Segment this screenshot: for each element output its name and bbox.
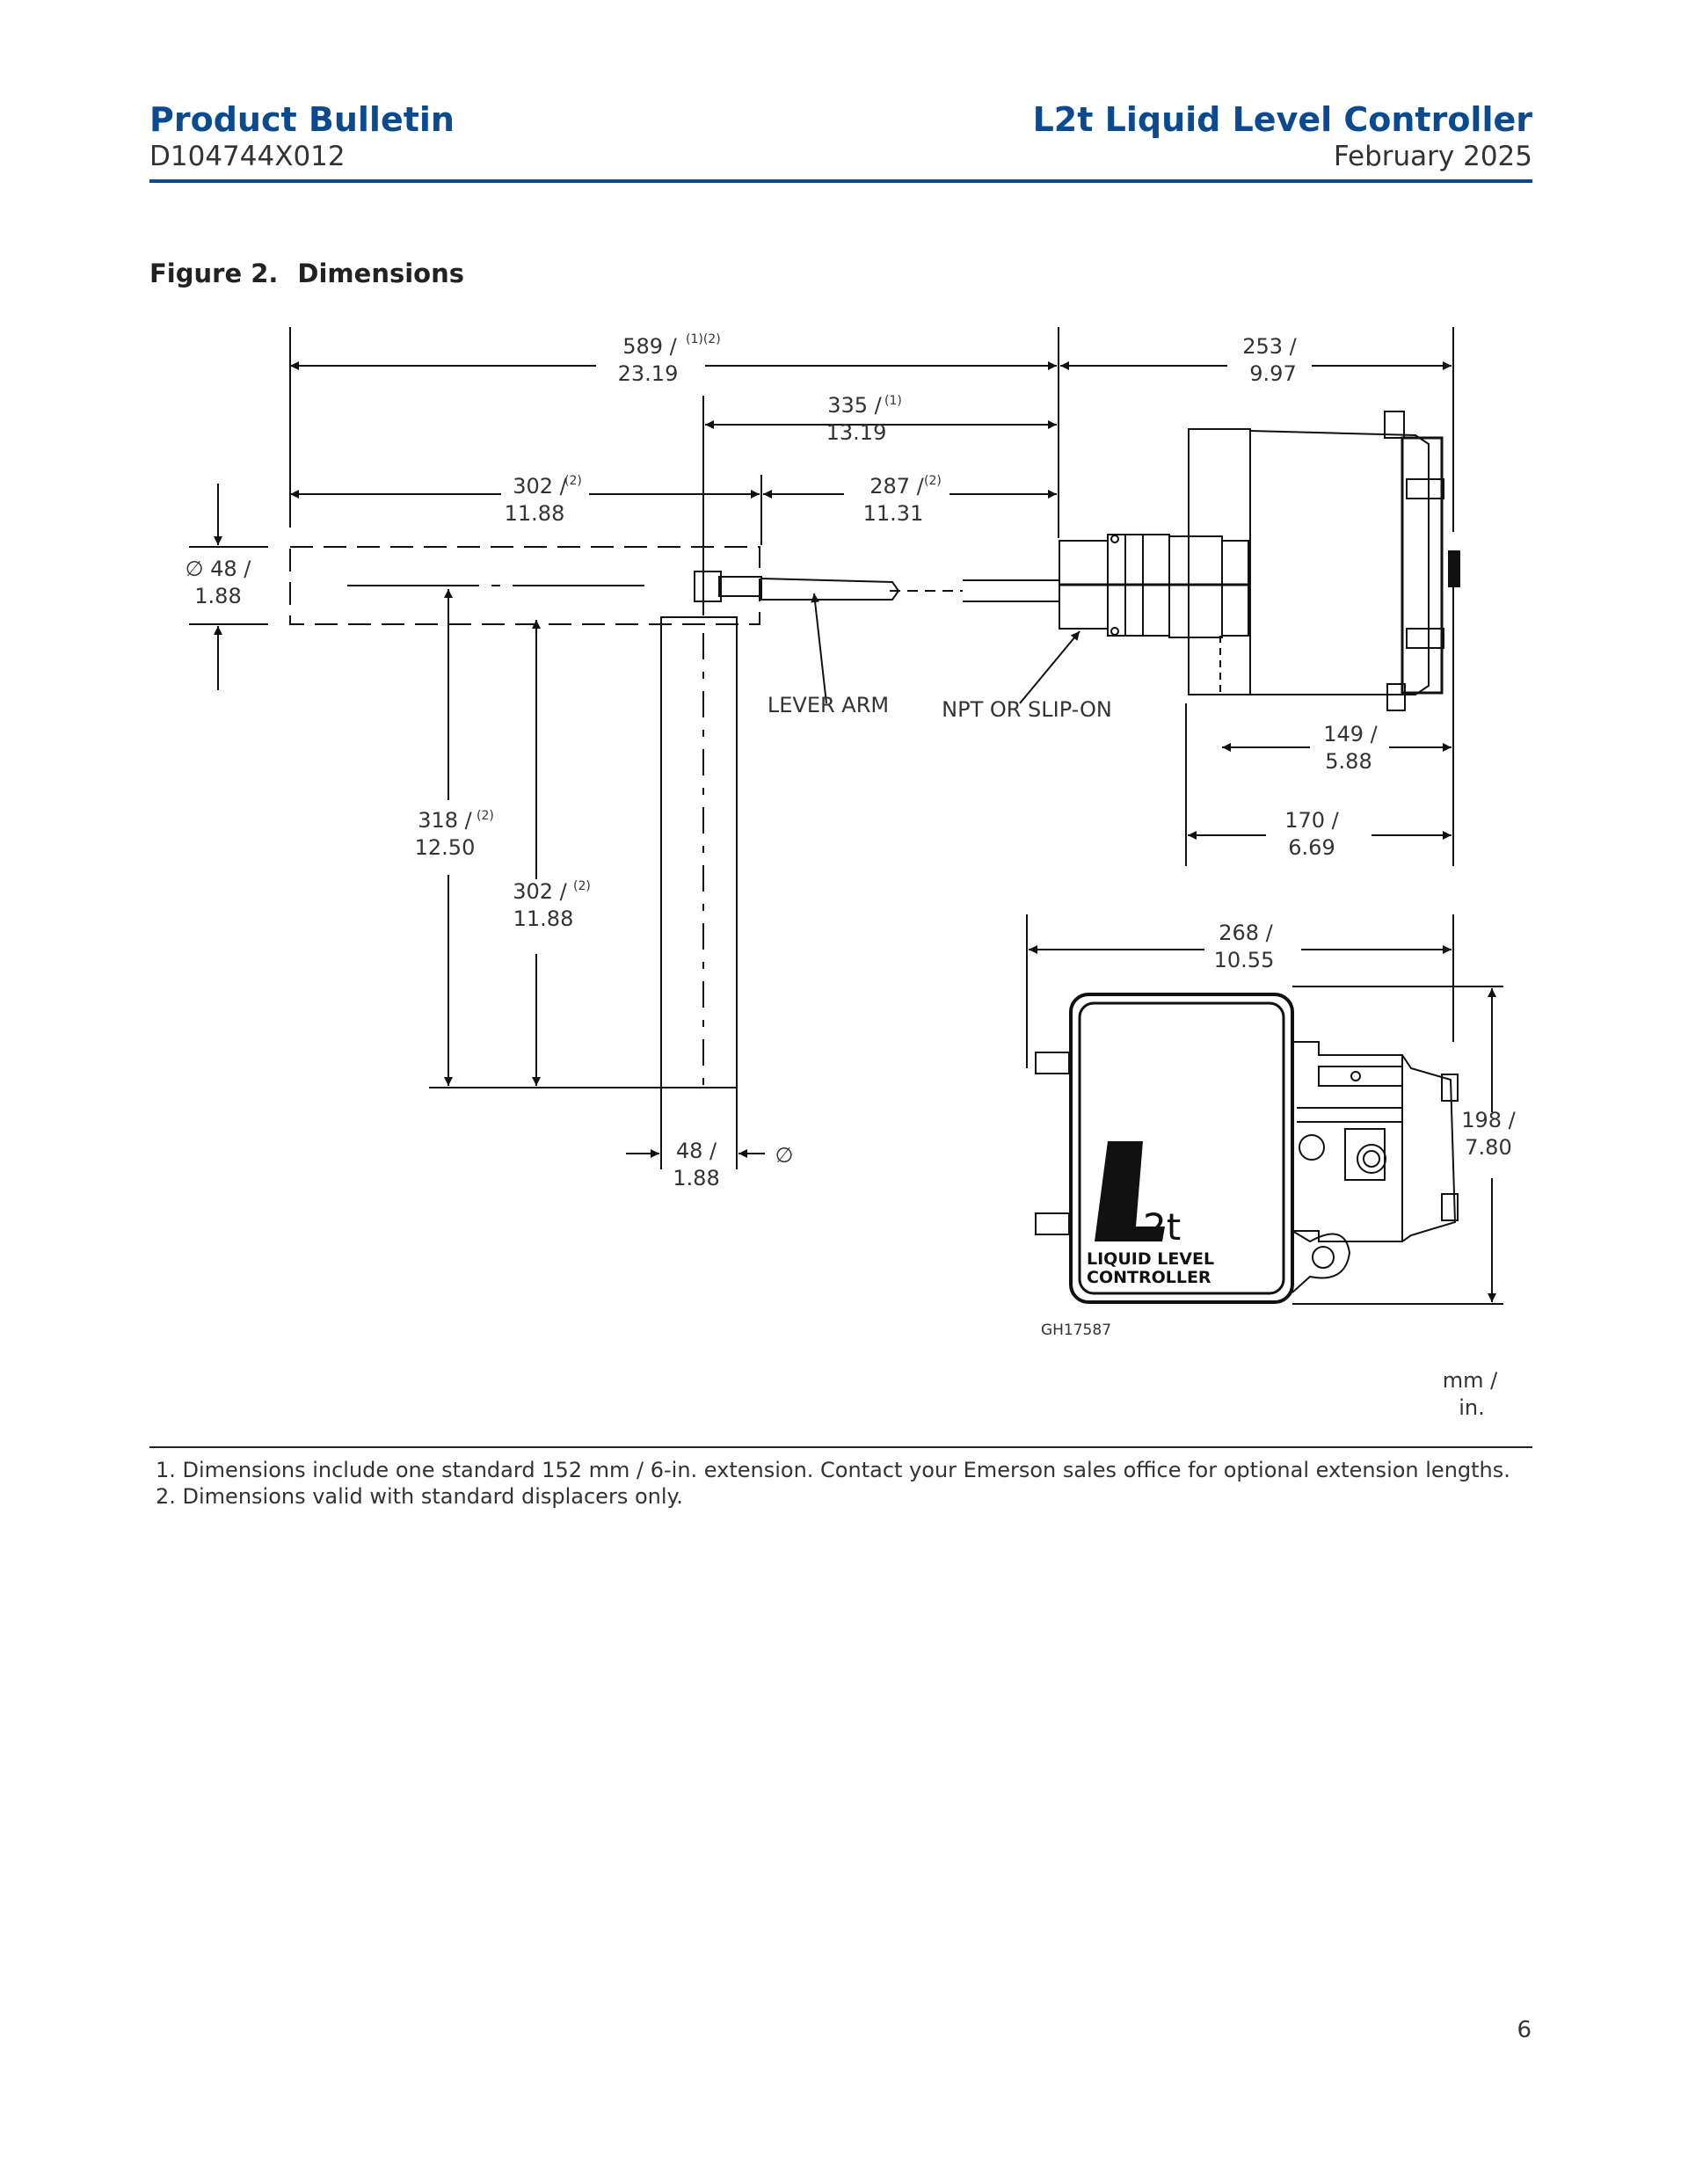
dim-302-v-note: (2) <box>573 879 591 893</box>
dim-318-in: 12.50 <box>415 835 476 860</box>
dim-170-mm: 170 / <box>1284 808 1339 833</box>
figure-caption: Dimensions <box>297 258 464 288</box>
dim-198-mm: 198 / <box>1461 1108 1516 1132</box>
dim-dia48-in: 1.88 <box>194 584 241 608</box>
dim-149-in: 5.88 <box>1325 749 1372 774</box>
page-number: 6 <box>1517 2017 1532 2043</box>
doc-type-title: Product Bulletin <box>149 100 455 139</box>
dim-318-note: (2) <box>477 809 494 823</box>
units-mm: mm / <box>1443 1368 1498 1393</box>
dim-335-mm: 335 / <box>827 393 882 418</box>
dim-dia48-mm: ∅ 48 / <box>186 557 252 581</box>
dim-48-mm: 48 / <box>676 1139 717 1163</box>
dim-287-in: 11.31 <box>863 501 924 526</box>
dim-268-mm: 268 / <box>1219 921 1273 945</box>
figure-title: Figure 2. Dimensions <box>149 258 464 288</box>
doc-number: D104744X012 <box>149 141 346 172</box>
figure-number: Figure 2. <box>149 258 279 288</box>
dim-302-v-mm: 302 / <box>513 879 567 904</box>
dim-318-mm: 318 / <box>418 808 472 833</box>
dim-335-note: (1) <box>884 394 902 408</box>
callout-lever-arm: LEVER ARM <box>768 693 889 717</box>
dim-287-mm: 287 / <box>869 474 924 499</box>
callout-npt-slip-on: NPT OR SLIP-ON <box>942 697 1112 722</box>
dim-198-in: 7.80 <box>1465 1135 1511 1160</box>
dim-48-in: 1.88 <box>673 1166 719 1190</box>
dim-149-mm: 149 / <box>1323 722 1378 746</box>
dim-589-in: 23.19 <box>618 361 679 386</box>
dim-302-v-in: 11.88 <box>513 906 574 931</box>
units-in: in. <box>1459 1395 1485 1420</box>
dim-170-in: 6.69 <box>1288 835 1335 860</box>
dim-302-top-mm: 302 / <box>513 474 567 499</box>
doc-date: February 2025 <box>1333 141 1532 172</box>
dim-589-mm: 589 / <box>622 334 677 359</box>
product-title: L2t Liquid Level Controller <box>1032 100 1532 139</box>
header-rule <box>149 179 1532 183</box>
logo-line-1: LIQUID LEVEL <box>1087 1249 1214 1269</box>
dim-253-in: 9.97 <box>1249 361 1296 386</box>
footnote-2: 2. Dimensions valid with standard displa… <box>156 1484 683 1509</box>
dim-253-mm: 253 / <box>1242 334 1297 359</box>
logo-line-2: CONTROLLER <box>1087 1268 1211 1287</box>
dim-335-in: 13.19 <box>826 420 887 445</box>
dim-302-top-note: (2) <box>564 474 582 488</box>
dim-268-in: 10.55 <box>1214 948 1275 972</box>
dim-302-top-in: 11.88 <box>505 501 565 526</box>
footnote-1: 1. Dimensions include one standard 152 m… <box>156 1458 1510 1482</box>
diameter-symbol: ∅ <box>775 1143 794 1168</box>
dim-589-note: (1)(2) <box>686 332 721 346</box>
dim-287-note: (2) <box>924 474 942 488</box>
logo-sub: 2t <box>1143 1205 1181 1249</box>
notes-rule <box>149 1446 1532 1448</box>
drawing-id: GH17587 <box>1041 1321 1111 1339</box>
